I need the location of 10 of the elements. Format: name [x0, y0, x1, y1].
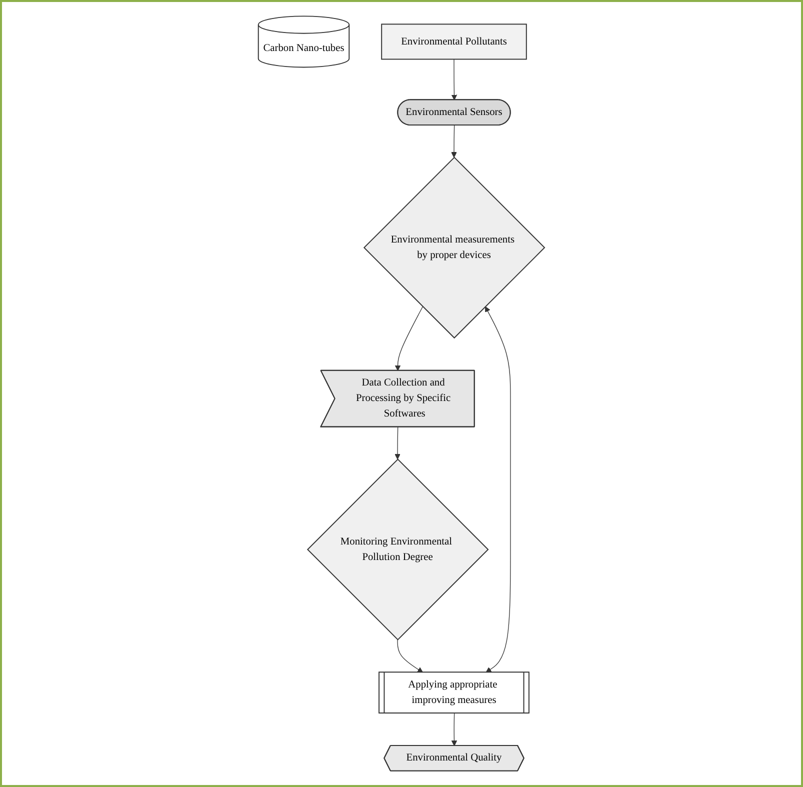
node-diamond: Environmental measurements by proper devices — [363, 156, 546, 339]
node-diamond: Monitoring Environmental Pollution Degree — [307, 458, 489, 640]
node-box: Environmental Pollutants — [381, 24, 527, 60]
arrow — [394, 426, 400, 460]
arrow — [451, 58, 458, 100]
arrow — [451, 124, 457, 158]
arrow — [485, 306, 511, 673]
arrow — [394, 306, 424, 371]
arrow — [397, 639, 424, 673]
arrow — [451, 713, 458, 746]
